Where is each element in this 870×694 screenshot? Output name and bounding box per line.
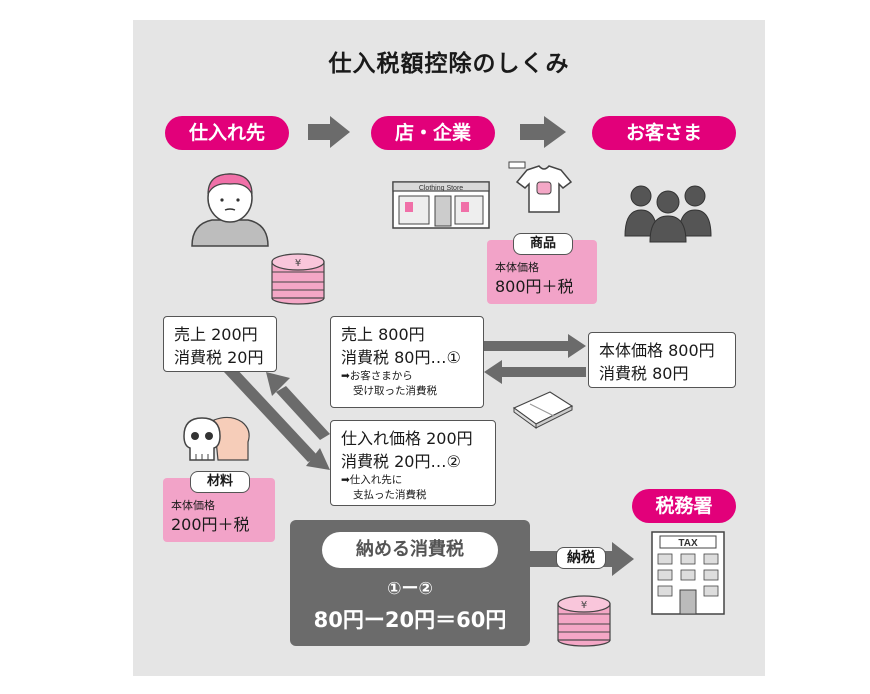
tax-result: 80円ー20円＝60円 xyxy=(313,608,507,632)
arrow-sales-to-customer-icon xyxy=(484,334,586,358)
customer-label: お客さま xyxy=(592,116,736,150)
supplier-tax-line: 消費税 20円 xyxy=(174,348,264,367)
product-tag: 商品 xyxy=(513,233,573,255)
tax-formula: ①ー② xyxy=(387,579,433,599)
coin-stack-payment-icon: ¥ xyxy=(557,595,611,647)
tax-office-label: 税務署 xyxy=(632,489,736,523)
product-price-label: 本体価格 xyxy=(495,261,539,274)
clothing-store-icon: Clothing Store xyxy=(392,181,490,229)
store-sales-note-1: ➡お客さまから xyxy=(341,370,413,382)
supplier-person-icon xyxy=(191,173,269,247)
store-purchase-note-2: 支払った消費税 xyxy=(353,489,427,501)
store-label: 店・企業 xyxy=(371,116,495,150)
yen-symbol-2: ¥ xyxy=(581,600,587,611)
tax-payable-label: 納める消費税 xyxy=(322,532,498,568)
pay-tax-tag: 納税 xyxy=(556,547,606,569)
tax-office-building-icon: TAX xyxy=(651,531,725,615)
store-sales-box: 売上 800円 消費税 80円…① ➡お客さまから 受け取った消費税 xyxy=(330,316,484,408)
customers-group-icon xyxy=(624,185,712,243)
store-sales-line: 売上 800円 xyxy=(341,325,425,344)
arrow-customer-to-sales-icon xyxy=(484,360,586,384)
arrow-purchase-to-supplier-icon xyxy=(266,372,330,440)
supplier-sales-box: 売上 200円 消費税 20円 xyxy=(163,316,277,372)
material-tag: 材料 xyxy=(190,471,250,493)
yen-symbol: ¥ xyxy=(295,258,301,269)
product-card: 本体価格 800円＋税 xyxy=(487,240,597,304)
material-price-label: 本体価格 xyxy=(171,499,215,512)
tshirt-product-icon xyxy=(508,161,573,213)
arrow-store-to-customer-icon xyxy=(520,116,566,148)
shop-sign: Clothing Store xyxy=(419,185,463,192)
store-purchase-note-1: ➡仕入れ先に xyxy=(341,474,403,486)
store-purchase-line: 仕入れ価格 200円 xyxy=(341,429,473,448)
skull-bread-material-icon xyxy=(183,416,250,461)
store-sales-tax-line: 消費税 80円…① xyxy=(341,348,461,367)
cash-bills-icon xyxy=(512,391,574,429)
store-sales-note-2: 受け取った消費税 xyxy=(353,385,437,397)
customer-price-line: 本体価格 800円 xyxy=(599,341,715,360)
material-price: 200円＋税 xyxy=(171,515,250,534)
arrow-supplier-to-purchase-icon xyxy=(224,366,330,470)
tax-sign: TAX xyxy=(678,538,698,549)
customer-tax-line: 消費税 80円 xyxy=(599,364,689,383)
arrow-supplier-to-store-icon xyxy=(308,116,350,148)
store-purchase-box: 仕入れ価格 200円 消費税 20円…② ➡仕入れ先に 支払った消費税 xyxy=(330,420,496,506)
supplier-sales-line: 売上 200円 xyxy=(174,325,258,344)
store-purchase-tax-line: 消費税 20円…② xyxy=(341,452,461,471)
product-price: 800円＋税 xyxy=(495,277,574,296)
coin-stack-icon: ¥ xyxy=(271,253,325,305)
diagram-title: 仕入税額控除のしくみ xyxy=(328,51,570,77)
supplier-label: 仕入れ先 xyxy=(165,116,289,150)
customer-payment-box: 本体価格 800円 消費税 80円 xyxy=(588,332,736,388)
